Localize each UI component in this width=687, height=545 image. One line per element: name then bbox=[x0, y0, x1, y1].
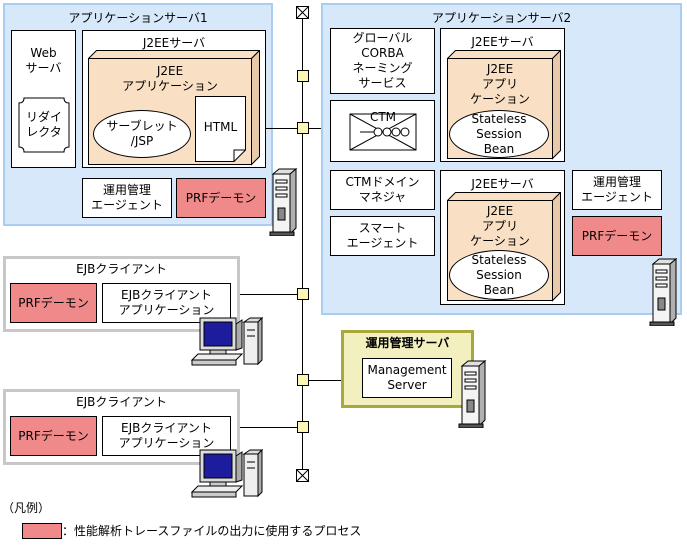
redirector-shape bbox=[18, 97, 70, 153]
link-ejb-client-1 bbox=[240, 294, 302, 295]
stateless-session-bean-b: Stateless Session Bean bbox=[449, 250, 549, 300]
prf-daemon-server-1: PRFデーモン bbox=[176, 178, 266, 218]
mgmt-agent-2-label: 運用管理 エージェント bbox=[581, 175, 653, 204]
prf-daemon-client-1-label: PRFデーモン bbox=[18, 295, 89, 310]
smart-agent: スマート エージェント bbox=[330, 216, 435, 256]
html-label: HTML bbox=[203, 120, 238, 134]
mgmt-agent-1-label: 運用管理 エージェント bbox=[91, 183, 163, 212]
pc-computer-icon bbox=[190, 316, 264, 366]
mgmt-agent-2: 運用管理 エージェント bbox=[572, 170, 662, 210]
servlet-jsp-label: サーブレット /JSP bbox=[106, 119, 178, 148]
server-tower-icon bbox=[269, 168, 298, 236]
app-server-2-title: アプリケーションサーバ2 bbox=[431, 11, 572, 25]
html-document-icon bbox=[195, 96, 246, 162]
bus-node-5 bbox=[297, 421, 309, 433]
j2ee-server-2b-label: J2EEサーバ bbox=[471, 177, 534, 191]
legend-prf-description: ：性能解析トレースファイルの出力に使用するプロセス bbox=[62, 524, 362, 538]
ctm-label: CTM bbox=[369, 110, 397, 124]
bus-node-2 bbox=[297, 122, 309, 134]
bus-node-4 bbox=[297, 374, 309, 386]
bus-terminator-top-icon bbox=[296, 6, 309, 19]
j2ee-app-2a-label: J2EE アプリ ケーション bbox=[470, 62, 530, 106]
mgmt-server-title: 運用管理サーバ bbox=[365, 336, 450, 350]
link-app-server-2 bbox=[303, 128, 321, 129]
bus-node-3 bbox=[297, 288, 309, 300]
ejb-client-2-title: EJBクライアント bbox=[76, 395, 167, 409]
corba-naming-label: グローバル CORBA ネーミング サービス bbox=[352, 31, 413, 90]
bean-b-label: Stateless Session Bean bbox=[471, 252, 527, 297]
ejb-client-app-2-label: EJBクライアント アプリケーション bbox=[118, 421, 215, 450]
j2ee-app-2b-label: J2EE アプリ ケーション bbox=[470, 204, 530, 248]
redirector-label: リダイ レクタ bbox=[25, 110, 62, 139]
ejb-client-app-1-label: EJBクライアント アプリケーション bbox=[118, 288, 215, 317]
corba-naming-service: グローバル CORBA ネーミング サービス bbox=[330, 28, 435, 94]
prf-daemon-client-2-label: PRFデーモン bbox=[18, 428, 89, 443]
ejb-client-app-2: EJBクライアント アプリケーション bbox=[102, 416, 231, 456]
ctm-domain-label: CTMドメイン マネジャ bbox=[345, 175, 420, 204]
prf-daemon-server-2-label: PRFデーモン bbox=[581, 228, 653, 243]
bus-node-1 bbox=[297, 70, 309, 82]
link-ejb-client-2 bbox=[240, 427, 302, 428]
ctm-queue-icon bbox=[349, 113, 417, 151]
pc-computer-icon bbox=[190, 448, 264, 498]
server-tower-icon bbox=[458, 360, 487, 428]
management-server-app-label: Management Server bbox=[367, 363, 447, 392]
prf-daemon-client-1: PRFデーモン bbox=[10, 283, 97, 323]
link-mgmt-server bbox=[303, 380, 341, 381]
legend-title: （凡例） bbox=[2, 501, 51, 515]
ejb-client-app-1: EJBクライアント アプリケーション bbox=[102, 283, 231, 323]
j2ee-server-2a-label: J2EEサーバ bbox=[471, 35, 534, 49]
prf-daemon-server-1-label: PRFデーモン bbox=[185, 190, 257, 205]
app-server-1-title: アプリケーションサーバ1 bbox=[68, 11, 208, 25]
servlet-jsp: サーブレット /JSP bbox=[93, 110, 191, 158]
j2ee-app-1-label: J2EE アプリケーション bbox=[122, 64, 218, 93]
server-tower-icon bbox=[649, 258, 678, 326]
prf-daemon-server-2: PRFデーモン bbox=[572, 216, 662, 256]
stateless-session-bean-a: Stateless Session Bean bbox=[449, 110, 549, 158]
web-server-label: Web サーバ bbox=[25, 46, 62, 75]
network-bus-line bbox=[302, 12, 303, 476]
ctm-domain-manager: CTMドメイン マネジャ bbox=[330, 170, 435, 210]
smart-agent-label: スマート エージェント bbox=[346, 221, 419, 250]
bus-terminator-bottom-icon bbox=[296, 469, 309, 482]
legend-prf-swatch bbox=[22, 523, 62, 539]
ejb-client-1-title: EJBクライアント bbox=[76, 262, 167, 276]
j2ee-server-1-label: J2EEサーバ bbox=[142, 36, 206, 50]
prf-daemon-client-2: PRFデーモン bbox=[10, 416, 97, 456]
management-server-app: Management Server bbox=[362, 358, 452, 398]
bean-a-label: Stateless Session Bean bbox=[471, 111, 527, 156]
link-app-server-1 bbox=[266, 128, 302, 129]
mgmt-agent-1: 運用管理 エージェント bbox=[82, 178, 172, 218]
